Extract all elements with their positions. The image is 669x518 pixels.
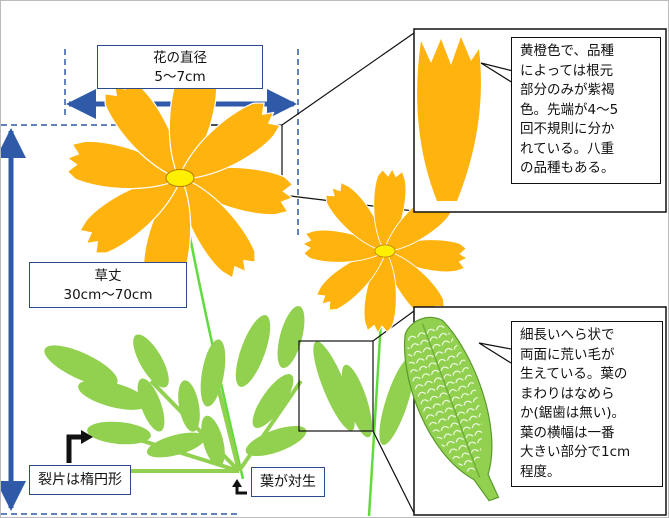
flower-note-line: 部分のみが紫褐 [520,82,615,98]
opposite-pointer-arrow [235,485,247,495]
leaf-callout-pointer [478,342,512,364]
leaflet-label: 裂片は楕円形 [29,465,131,495]
leaflet [146,432,206,458]
flower-note-line: によっては根元 [520,62,614,79]
leaflet [313,341,355,431]
leaf-detail [403,316,500,502]
height-title: 草丈 [94,268,122,284]
height-label: 草丈 30cm～70cm [29,262,187,308]
leaflet [87,421,151,445]
leaflet [277,305,305,369]
leaf-cluster-main [44,305,307,473]
leaflet [235,315,271,387]
opposite-pointer-head [232,479,242,487]
flower-center [165,169,195,187]
flower-note-line: 黄橙色で、品種 [520,43,614,59]
flower-center [374,244,396,258]
measurement-guides [1,49,299,515]
leaflet [137,378,165,432]
leaflet [252,374,294,428]
leaflet [245,425,307,457]
leaf-branch [237,379,303,473]
leaflet [379,357,415,445]
leaf-note-line: 大きい部分で1cm [520,444,631,460]
diameter-title: 花の直径 [153,50,207,66]
petal-detail [417,37,481,201]
leaflet [341,364,373,438]
flower-note: 黄橙色で、品種 によっては根元 部分のみが紫褐 色。先端が4～5 回不規則に分か… [511,37,661,184]
leaf-note: 細長いへら状で 両面に荒い毛が 生えている。葉の まわりはなめら か(鋸歯は無い… [511,321,663,487]
height-value: 30cm～70cm [63,287,153,303]
petal-callout-pointer [480,62,514,84]
diameter-value: 5～7cm [154,69,206,85]
flower-large [66,64,294,292]
leaflet-pointer-arrow [66,434,83,463]
leaflet [133,334,169,388]
leaflet [178,380,200,432]
leaf-cluster-right [313,341,415,445]
leaf-note-line: か(鋸歯は無い)。 [520,405,626,421]
leaf-note-line: 生えている。葉の [520,366,628,382]
leaflet [201,415,225,467]
diameter-label: 花の直径 5～7cm [97,45,263,89]
flower-note-line: 回不規則に分か [520,121,615,137]
flower-note-line: れている。八重 [520,140,615,157]
leaf-note-line: 両面に荒い毛が [520,346,615,363]
leaflet [78,380,148,410]
leaflet [200,339,226,407]
petal [180,102,281,180]
leaf-branch [214,378,241,472]
opposite-leaves-label: 葉が対生 [251,467,325,497]
leaf-note-line: 細長いへら状で [520,327,615,343]
leaf-note-line: 葉の横幅は一番 [520,424,615,441]
leaflet-pointer-head [81,430,93,444]
flower-note-line: 色。先端が4～5 [520,101,619,118]
leaf-note-line: 程度。 [520,463,561,480]
leaflet [44,345,118,387]
leaf-zoom-frame [298,340,374,432]
flower-note-line: の品種もある。 [520,160,615,176]
leaf-note-line: まわりはなめら [520,385,615,402]
